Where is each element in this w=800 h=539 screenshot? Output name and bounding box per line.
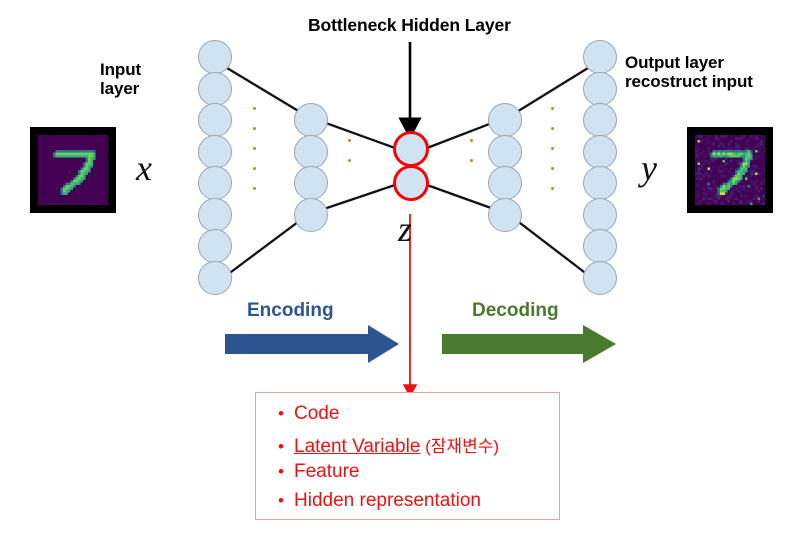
latent-symbol-z: z (398, 209, 413, 249)
latent-callout-box: • Code • Latent Variable (잠재변수) • Featur… (255, 392, 560, 520)
bullet-text-hidden-representation: Hidden representation (294, 490, 481, 511)
encoding-arrow (225, 325, 399, 363)
list-item: • Feature (278, 461, 559, 490)
ellipsis-dot-encoder-to-bottleneck-2 (348, 159, 351, 162)
neuron-decoder-hidden-layer-2 (488, 134, 522, 169)
ellipsis-dot-bottleneck-to-decoder-2 (470, 159, 473, 162)
bullet-text-latent-variable: Latent Variable (잠재변수) (294, 436, 500, 457)
neuron-input-layer-7 (198, 229, 232, 263)
neuron-output-layer-8 (583, 260, 617, 295)
ellipsis-dot-encoder-to-bottleneck-1 (348, 139, 351, 142)
bullet-marker: • (278, 404, 284, 423)
output-symbol-y: y (641, 148, 657, 188)
ellipsis-dot-input-to-encoder-1 (253, 107, 256, 110)
bullet-text-feature: Feature (294, 461, 360, 482)
ellipsis-dot-input-to-encoder-4 (253, 167, 256, 170)
output-image-digit (687, 127, 773, 213)
list-item: • Code (278, 403, 559, 432)
neuron-output-layer-2 (583, 71, 617, 106)
ellipsis-dot-decoder-to-output-4 (551, 167, 554, 170)
neuron-input-layer-8 (198, 260, 232, 295)
neuron-output-layer-7 (583, 229, 617, 263)
neuron-bottleneck-layer-1 (393, 131, 429, 167)
neuron-output-layer-5 (583, 166, 617, 200)
neuron-decoder-hidden-layer-3 (488, 166, 522, 200)
neuron-input-layer-5 (198, 166, 232, 200)
neuron-decoder-hidden-layer-1 (488, 103, 522, 137)
neuron-decoder-hidden-layer-4 (488, 197, 522, 232)
encoding-label: Encoding (247, 300, 334, 321)
list-item: • Hidden representation (278, 490, 559, 519)
ellipsis-dot-input-to-encoder-2 (253, 127, 256, 130)
decoding-label: Decoding (472, 300, 559, 321)
input-image-canvas (38, 135, 108, 205)
neuron-output-layer-6 (583, 197, 617, 232)
neuron-input-layer-2 (198, 71, 232, 106)
neuron-encoder-hidden-layer-2 (294, 134, 328, 169)
bullet-marker: • (278, 491, 284, 510)
neuron-output-layer-3 (583, 103, 617, 137)
input-layer-label: Input layer (100, 60, 142, 99)
decoding-arrow (442, 325, 616, 363)
input-symbol-x: x (136, 148, 152, 188)
neuron-input-layer-3 (198, 103, 232, 137)
ellipsis-dot-input-to-encoder-3 (253, 147, 256, 150)
ellipsis-dot-input-to-encoder-5 (253, 187, 256, 190)
page-title: Bottleneck Hidden Layer (308, 15, 511, 35)
neuron-output-layer-1 (583, 40, 617, 74)
output-image-canvas (695, 135, 765, 205)
ellipsis-dot-decoder-to-output-2 (551, 127, 554, 130)
decoder-connections (506, 67, 589, 276)
neuron-input-layer-6 (198, 197, 232, 232)
output-layer-label: Output layer recostruct input (625, 53, 753, 92)
bullet-marker: • (278, 437, 284, 456)
ellipsis-dot-decoder-to-output-1 (551, 107, 554, 110)
bottleneck-in-connections (311, 116, 396, 215)
ellipsis-dot-decoder-to-output-3 (551, 147, 554, 150)
neuron-bottleneck-layer-2 (393, 164, 429, 201)
neuron-output-layer-4 (583, 134, 617, 169)
neuron-encoder-hidden-layer-4 (294, 197, 328, 232)
neuron-encoder-hidden-layer-1 (294, 103, 328, 137)
ellipsis-dot-bottleneck-to-decoder-1 (470, 139, 473, 142)
ellipsis-dot-decoder-to-output-5 (551, 187, 554, 190)
neuron-encoder-hidden-layer-3 (294, 166, 328, 200)
input-image-digit (30, 127, 116, 213)
bullet-marker: • (278, 462, 284, 481)
neuron-input-layer-4 (198, 134, 232, 169)
bullet-text-code: Code (294, 403, 340, 424)
list-item: • Latent Variable (잠재변수) (278, 432, 559, 461)
neuron-input-layer-1 (198, 40, 232, 74)
